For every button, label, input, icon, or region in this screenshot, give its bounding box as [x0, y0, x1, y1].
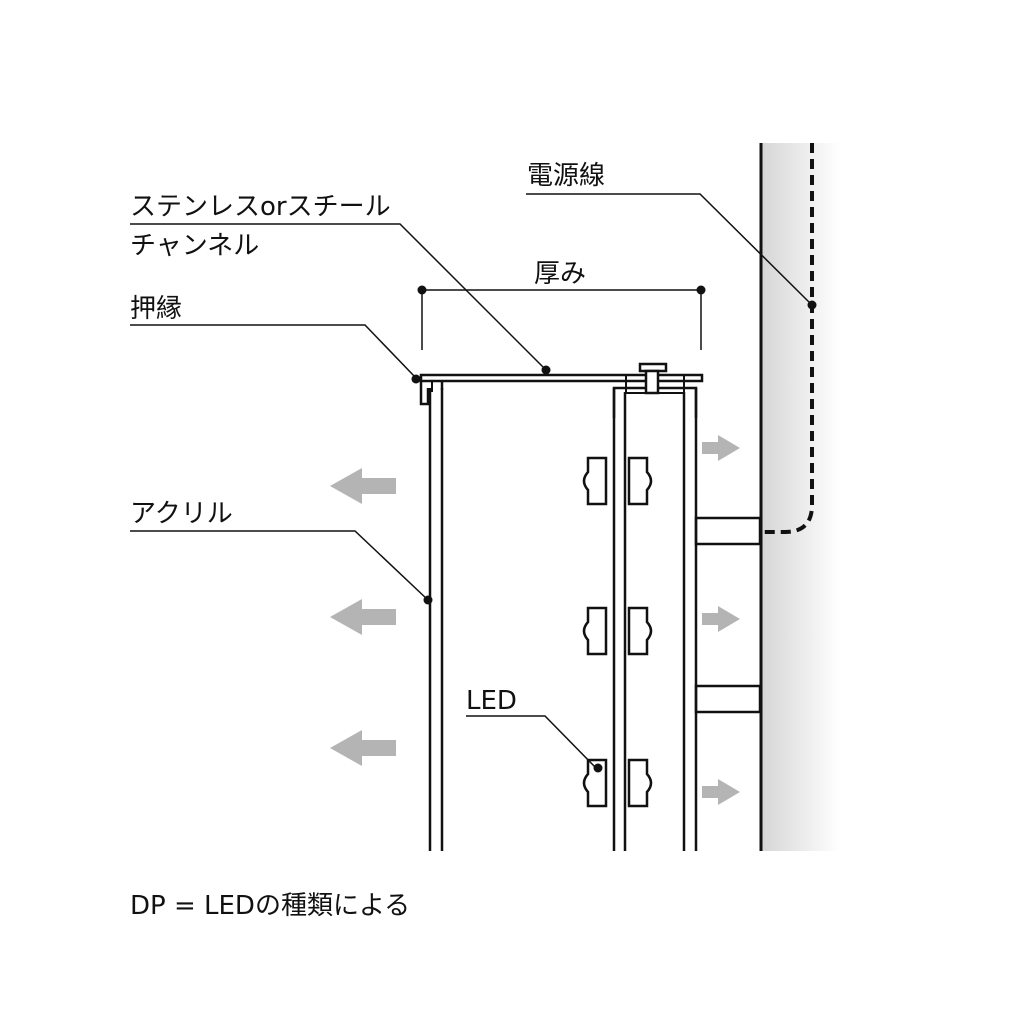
light-arrow-back	[702, 779, 740, 805]
wall-bracket-lower	[694, 684, 762, 714]
light-arrow-back	[702, 435, 740, 461]
steel-channel	[612, 386, 698, 851]
top-frame	[419, 362, 704, 406]
light-arrow-front	[330, 730, 396, 766]
leader-dots	[411, 285, 817, 773]
light-arrow-front	[330, 599, 396, 635]
acrylic-panel	[428, 388, 444, 851]
channel-label-line2: チャンネル	[130, 231, 259, 261]
back-light-arrows	[702, 435, 740, 805]
light-arrow-back	[702, 606, 740, 632]
wall	[759, 143, 840, 851]
led-modules	[582, 456, 653, 808]
channel-label-line1: ステンレスorスチール	[130, 192, 391, 222]
wall-bracket-upper	[694, 516, 762, 546]
light-arrow-front	[330, 468, 396, 504]
thickness-label: 厚み	[534, 259, 586, 289]
led-label: LED	[466, 686, 517, 716]
led-module	[582, 456, 653, 506]
led-module	[582, 606, 653, 656]
frame-label: 押縁	[130, 294, 182, 324]
power-cable	[762, 143, 814, 534]
acrylic-label: アクリル	[130, 499, 233, 529]
footnote: DP = LEDの種類による	[130, 891, 410, 921]
power-line-label: 電源線	[527, 161, 605, 191]
leader-lines	[130, 193, 813, 769]
front-light-arrows	[330, 468, 396, 766]
